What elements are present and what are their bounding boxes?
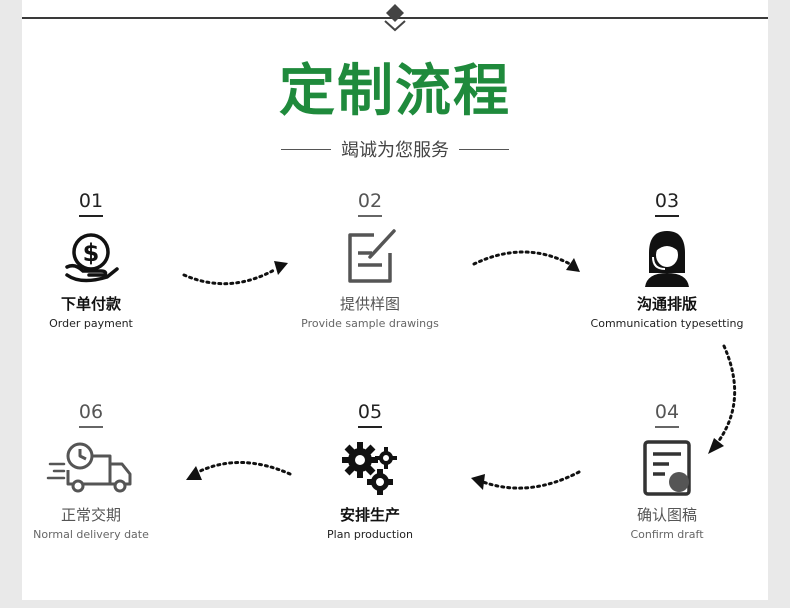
diamond-ornament-icon	[384, 4, 406, 32]
step-subtitle: Provide sample drawings	[301, 317, 439, 330]
gears-icon	[342, 442, 397, 495]
step-number: 03	[654, 190, 680, 217]
step-02: 02 提供样图 Provide sample drawings	[270, 190, 470, 330]
page-subtitle: 竭诚为您服务	[341, 140, 449, 161]
delivery-truck-icon	[46, 442, 132, 493]
step-number: 06	[78, 401, 104, 428]
step-04: 04 确认图稿 Confirm draft	[567, 401, 767, 541]
headset-agent-icon	[645, 231, 689, 287]
subtitle-left-line	[281, 148, 331, 150]
arrow-05-to-06	[186, 461, 292, 480]
arrow-04-to-05	[471, 470, 581, 490]
step-subtitle: Order payment	[49, 317, 133, 330]
step-title: 沟通排版	[636, 295, 697, 313]
subtitle-right-line	[459, 148, 509, 150]
arrow-03-to-04	[708, 344, 737, 454]
step-subtitle: Normal delivery date	[33, 528, 149, 541]
step-title: 确认图稿	[636, 506, 697, 524]
step-subtitle: Communication typesetting	[590, 317, 744, 330]
step-title: 提供样图	[339, 295, 400, 313]
sketch-pad-icon	[348, 229, 396, 283]
step-05: 05 安排生产 Plan production	[270, 401, 470, 541]
step-06: 06 正常交期 Normal delivery date	[0, 401, 191, 541]
page-title: 定制流程	[279, 59, 511, 124]
step-title: 正常交期	[60, 506, 121, 524]
step-number: 02	[357, 190, 383, 217]
step-number: 04	[654, 401, 680, 428]
step-title: 安排生产	[339, 506, 400, 524]
document-check-icon	[643, 440, 691, 496]
step-title: 下单付款	[60, 295, 121, 313]
arrow-01-to-02	[182, 261, 288, 286]
step-subtitle: Confirm draft	[630, 528, 704, 541]
arrow-02-to-03	[472, 250, 580, 272]
subtitle-row: 竭诚为您服务	[0, 136, 790, 162]
step-number: 05	[357, 401, 383, 428]
step-subtitle: Plan production	[327, 528, 413, 541]
dollar-coin-hand-icon: $	[65, 233, 119, 283]
step-01: 01 $ 下单付款 Order payment	[0, 190, 191, 330]
step-03: 03 沟通排版 Communication typesetting	[567, 190, 767, 330]
content-panel	[22, 0, 768, 600]
svg-text:$: $	[83, 239, 100, 267]
step-number: 01	[78, 190, 104, 217]
